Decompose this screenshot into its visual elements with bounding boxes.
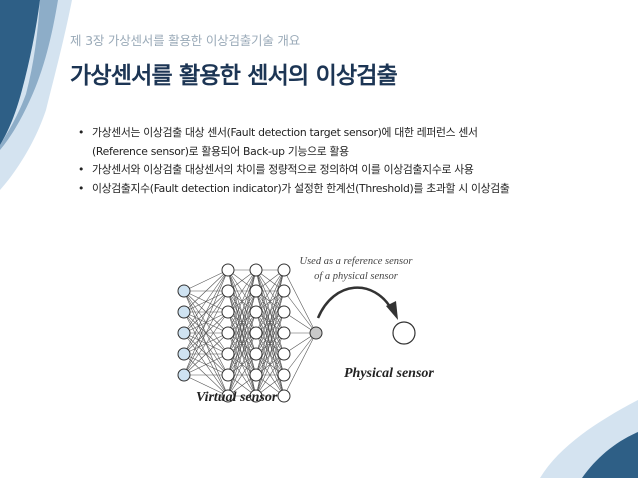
- hidden-node: [249, 284, 263, 298]
- network-edge: [227, 269, 257, 334]
- hidden-node: [221, 368, 235, 382]
- network-edge: [255, 269, 285, 313]
- bullet-text: 이상검출지수(Fault detection indicator)가 설정한 한…: [92, 181, 510, 195]
- network-edge: [255, 269, 285, 334]
- bottom-right-wave-dark: [582, 432, 638, 478]
- hidden-node: [277, 305, 291, 319]
- network-nodes: [177, 263, 323, 403]
- network-edge: [183, 269, 229, 292]
- bullet-item: 가상센서와 이상검출 대상센서의 차이를 정량적으로 정의하여 이를 이상검출지…: [78, 161, 598, 180]
- network-edge: [255, 353, 285, 397]
- hidden-node: [249, 368, 263, 382]
- bullet-list: 가상센서는 이상검출 대상 센서(Fault detection target …: [78, 124, 598, 198]
- network-edge: [283, 332, 317, 376]
- bullet-item: 이상검출지수(Fault detection indicator)가 설정한 한…: [78, 180, 598, 199]
- network-edge: [183, 374, 229, 397]
- hidden-node: [249, 326, 263, 340]
- network-edge: [183, 311, 229, 376]
- output-node: [309, 326, 323, 340]
- network-edge: [183, 269, 229, 313]
- reference-caption: Used as a reference sensor of a physical…: [286, 254, 426, 284]
- network-edge: [283, 332, 317, 397]
- input-node: [177, 368, 191, 382]
- hidden-node: [277, 347, 291, 361]
- hidden-node: [277, 326, 291, 340]
- input-node: [177, 347, 191, 361]
- reference-arrow-head: [386, 301, 398, 320]
- bullet-item: 가상센서는 이상검출 대상 센서(Fault detection target …: [78, 124, 598, 161]
- hidden-node: [277, 368, 291, 382]
- network-edge: [255, 311, 285, 397]
- network-edge: [183, 269, 229, 376]
- input-node: [177, 326, 191, 340]
- hidden-node: [249, 263, 263, 277]
- network-edge: [227, 311, 257, 397]
- bullet-text-continuation: (Reference sensor)로 활용되어 Back-up 기능으로 활용: [92, 144, 349, 158]
- bullet-text: 가상센서는 이상검출 대상 센서(Fault detection target …: [92, 126, 478, 139]
- hidden-node: [277, 389, 291, 403]
- physical-sensor-label: Physical sensor: [344, 366, 434, 381]
- network-edge: [183, 290, 229, 376]
- reference-caption-line1: Used as a reference sensor: [299, 256, 413, 267]
- hidden-node: [277, 263, 291, 277]
- hidden-node: [249, 305, 263, 319]
- bullet-text: 가상센서와 이상검출 대상센서의 차이를 정량적으로 정의하여 이를 이상검출지…: [92, 163, 474, 176]
- hidden-node: [221, 389, 235, 403]
- reference-caption-line2: of a physical sensor: [314, 271, 398, 282]
- hidden-node: [221, 326, 235, 340]
- section-subtitle: 제 3장 가상센서를 활용한 이상검출기술 개요: [70, 33, 301, 48]
- hidden-node: [277, 284, 291, 298]
- reference-arrow: [316, 286, 394, 319]
- network-edge: [255, 269, 285, 355]
- network-edge: [283, 290, 317, 334]
- top-left-wave-mid: [0, 0, 58, 150]
- hidden-node: [221, 347, 235, 361]
- page-title: 가상센서를 활용한 센서의 이상검출: [70, 63, 398, 89]
- network-edge: [227, 269, 257, 313]
- network-edge: [283, 269, 317, 334]
- network-edge: [255, 332, 285, 397]
- hidden-node: [221, 263, 235, 277]
- input-node: [177, 284, 191, 298]
- physical-sensor-node: [392, 321, 416, 345]
- hidden-node: [221, 305, 235, 319]
- input-node: [177, 305, 191, 319]
- network-edge: [183, 332, 229, 376]
- network-edge: [227, 332, 257, 397]
- network-edge: [227, 269, 257, 355]
- network-edge: [183, 269, 229, 334]
- top-left-wave-dark: [0, 0, 40, 145]
- hidden-node: [249, 389, 263, 403]
- network-edge: [227, 353, 257, 397]
- network-edge: [183, 353, 229, 376]
- virtual-sensor-label: Virtual sensor: [196, 390, 278, 405]
- hidden-node: [221, 284, 235, 298]
- hidden-node: [249, 347, 263, 361]
- network-edge: [183, 269, 229, 355]
